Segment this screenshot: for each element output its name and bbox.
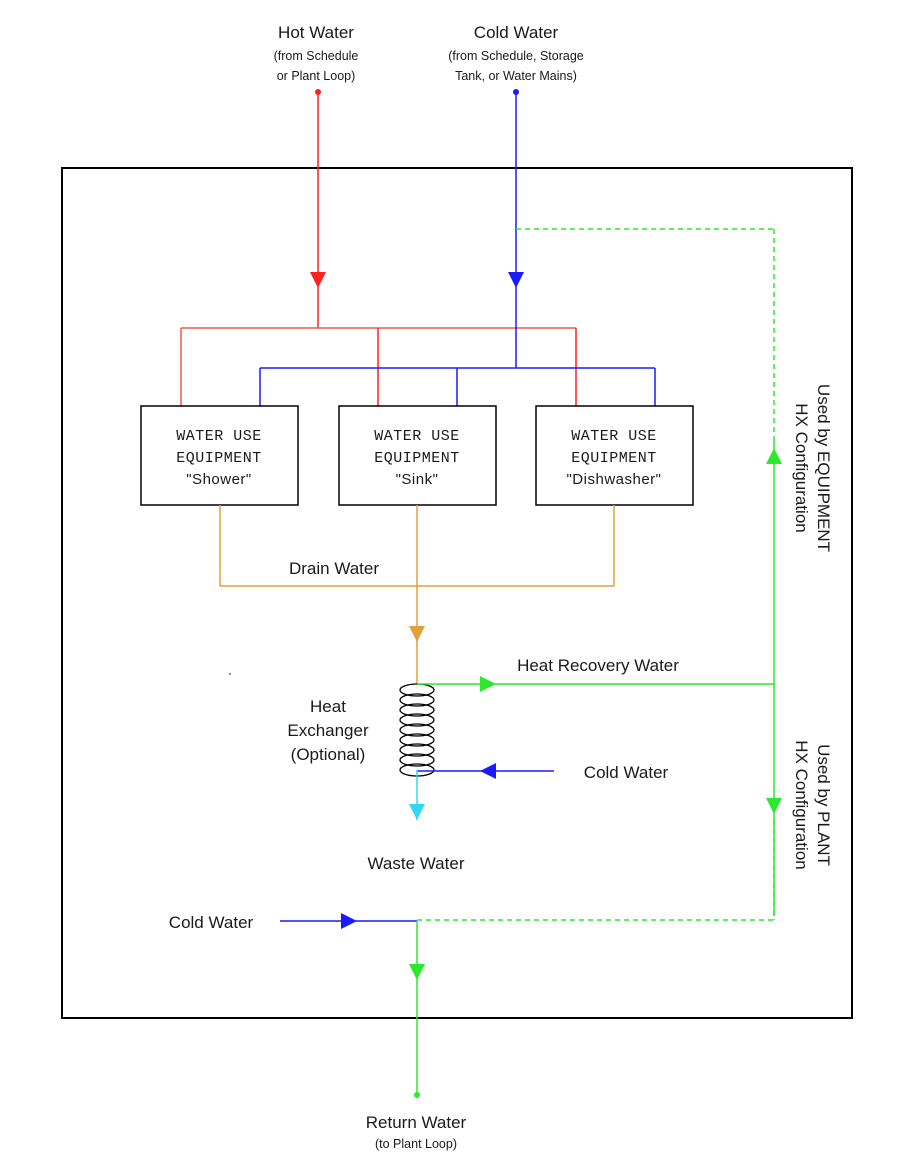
equipment-sink-line2: EQUIPMENT bbox=[374, 450, 460, 467]
equipment-sink-line1: WATER USE bbox=[374, 428, 460, 445]
cold-water-subtitle-line2: Tank, or Water Mains) bbox=[455, 69, 577, 83]
return-water-arrow bbox=[409, 964, 425, 980]
cold-water-title: Cold Water bbox=[474, 23, 559, 42]
system-boundary-frame bbox=[61, 167, 853, 1019]
used-by-plant-label: Used by PLANT HX Configuration bbox=[792, 740, 833, 869]
used-by-plant-line1: Used by PLANT bbox=[814, 744, 833, 866]
hot-water-source-label: Hot Water (from Schedule or Plant Loop) bbox=[274, 23, 359, 83]
equipment-shower-line1: WATER USE bbox=[176, 428, 262, 445]
equipment-hx-up-arrow bbox=[766, 448, 782, 464]
cold-water-bottom-label: Cold Water bbox=[169, 913, 254, 932]
equipment-dishwasher-line2: EQUIPMENT bbox=[571, 450, 657, 467]
hot-water-source-dot bbox=[315, 89, 321, 95]
equipment-shower-name: "Shower" bbox=[186, 471, 252, 488]
return-water-sublabel: (to Plant Loop) bbox=[375, 1137, 457, 1151]
plant-hx-down-arrow bbox=[766, 798, 782, 814]
waste-water-arrow bbox=[409, 804, 425, 820]
hot-water-title: Hot Water bbox=[278, 23, 354, 42]
equipment-dishwasher-line1: WATER USE bbox=[571, 428, 657, 445]
return-water-label: Return Water bbox=[366, 1113, 467, 1132]
heat-exchanger-label-line1: Heat bbox=[310, 697, 346, 716]
heat-exchanger-label-line2: Exchanger bbox=[287, 721, 369, 740]
return-water-end-dot bbox=[414, 1092, 420, 1098]
used-by-equipment-line1: Used by EQUIPMENT bbox=[814, 384, 833, 552]
cold-water-subtitle-line1: (from Schedule, Storage bbox=[448, 49, 584, 63]
hot-water-arrow bbox=[310, 272, 326, 288]
stray-dot bbox=[229, 673, 231, 675]
hot-water-subtitle-line1: (from Schedule bbox=[274, 49, 359, 63]
cold-water-arrow bbox=[508, 272, 524, 288]
plant-hx-dashed-line bbox=[417, 820, 775, 921]
used-by-plant-line2: HX Configuration bbox=[792, 740, 811, 869]
heat-recovery-water-label: Heat Recovery Water bbox=[517, 656, 679, 675]
hot-water-subtitle-line2: or Plant Loop) bbox=[277, 69, 356, 83]
cold-water-hx-arrow bbox=[480, 763, 496, 779]
cold-water-hx-label: Cold Water bbox=[584, 763, 669, 782]
drain-water-label: Drain Water bbox=[289, 559, 379, 578]
equipment-sink-box: WATER USE EQUIPMENT "Sink" bbox=[338, 405, 497, 506]
hot-water-supply-line bbox=[180, 92, 577, 406]
heat-recovery-arrow bbox=[480, 676, 496, 692]
equipment-shower-line2: EQUIPMENT bbox=[176, 450, 262, 467]
equipment-sink-name: "Sink" bbox=[396, 471, 439, 488]
heat-recovery-water-line bbox=[417, 438, 775, 916]
equipment-shower-box: WATER USE EQUIPMENT "Shower" bbox=[140, 405, 299, 506]
cold-water-bottom-arrow bbox=[341, 913, 357, 929]
equipment-hx-dashed-line bbox=[516, 228, 775, 438]
drain-water-arrow bbox=[409, 626, 425, 642]
cold-water-source-label: Cold Water (from Schedule, Storage Tank,… bbox=[448, 23, 584, 83]
waste-water-label: Waste Water bbox=[368, 854, 465, 873]
equipment-dishwasher-name: "Dishwasher" bbox=[566, 471, 661, 488]
used-by-equipment-label: Used by EQUIPMENT HX Configuration bbox=[792, 384, 833, 552]
cold-water-supply-line bbox=[259, 92, 656, 406]
cold-water-source-dot bbox=[513, 89, 519, 95]
equipment-dishwasher-box: WATER USE EQUIPMENT "Dishwasher" bbox=[535, 405, 694, 506]
heat-exchanger-coil bbox=[399, 683, 435, 777]
used-by-equipment-line2: HX Configuration bbox=[792, 403, 811, 532]
heat-exchanger-label-line3: (Optional) bbox=[291, 745, 366, 764]
